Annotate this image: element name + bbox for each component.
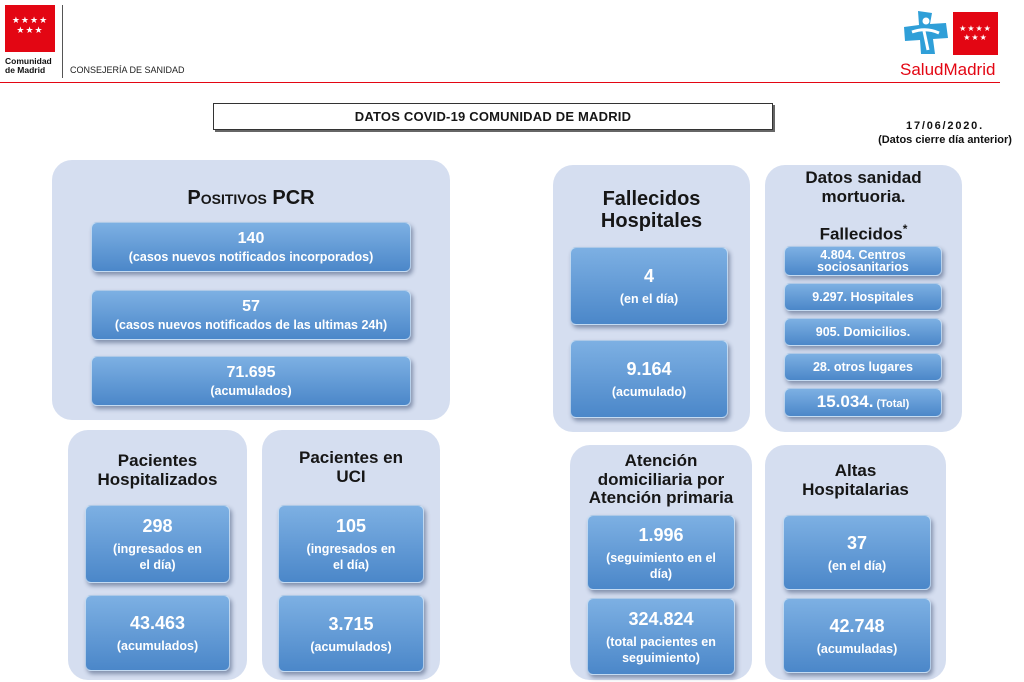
hospitalizados-accumulated-box: 43.463 (acumulados)	[85, 595, 230, 671]
hospitalizados-accumulated-value: 43.463	[129, 613, 186, 633]
positivos-pcr-panel: Positivos PCR 140 (casos nuevos notifica…	[52, 160, 450, 420]
atencion-day-value: 1.996	[638, 524, 684, 545]
atencion-primaria-title: Atención domiciliaria por Atención prima…	[588, 451, 734, 507]
salud-madrid-brand: SaludMadrid	[900, 60, 996, 79]
hospitalizados-day-label: (ingresados en el día)	[113, 542, 202, 572]
altas-panel: Altas Hospitalarias 37 (en el día) 42.74…	[765, 445, 946, 680]
hospitalizados-day-value: 298	[142, 516, 173, 536]
mortuoria-domicilios-text: 905. Domicilios.	[815, 324, 911, 339]
altas-title: Altas Hospitalarias	[802, 461, 909, 499]
mortuoria-total-row: 15.034.(Total)	[817, 392, 910, 414]
logo-divider	[62, 5, 63, 78]
mortuoria-total-box: 15.034.(Total)	[784, 388, 942, 417]
org-name-line1: Comunidad	[5, 56, 52, 66]
pcr-incorporated-value: 140	[237, 230, 265, 247]
uci-day-label: (ingresados en el día)	[306, 542, 396, 572]
hospitalizados-accumulated-label: (acumulados)	[116, 639, 199, 653]
altas-accumulated-value: 42.748	[829, 615, 885, 636]
pcr-accumulated-label: (acumulados)	[210, 384, 292, 398]
uci-panel: Pacientes en UCI 105 (ingresados en el d…	[262, 430, 440, 680]
org-name-line2: de Madrid	[5, 65, 46, 75]
mortuoria-total-value: 15.034.	[816, 391, 874, 411]
atencion-total-box: 324.824 (total pacientes en seguimiento)	[587, 598, 735, 675]
page-title: DATOS COVID-19 COMUNIDAD DE MADRID	[213, 103, 773, 130]
atencion-day-label: (seguimiento en el día)	[606, 550, 716, 581]
comunidad-madrid-flag-logo: ★★★★ ★★★	[5, 5, 55, 52]
mortuoria-sociosanitarios-box: 4.804. Centros sociosanitarios	[784, 246, 942, 276]
report-date-note: (Datos cierre día anterior)	[878, 134, 1012, 146]
fallecidos-subtitle-text: Fallecidos	[819, 224, 903, 244]
department-name: CONSEJERÍA DE SANIDAD	[70, 65, 185, 75]
positivos-pcr-title: Positivos PCR	[187, 187, 315, 209]
altas-day-label: (en el día)	[827, 558, 887, 573]
atencion-day-box: 1.996 (seguimiento en el día)	[587, 515, 735, 590]
fallecidos-accumulated-box: 9.164 (acumulado)	[570, 340, 728, 418]
footnote-asterisk: *	[902, 222, 908, 236]
hospitalizados-day-box: 298 (ingresados en el día)	[85, 505, 230, 583]
fallecidos-day-value: 4	[643, 266, 654, 286]
uci-day-box: 105 (ingresados en el día)	[278, 505, 424, 583]
pcr-last-24h-value: 57	[242, 298, 260, 315]
fallecidos-day-box: 4 (en el día)	[570, 247, 728, 325]
mortuoria-hospitales-box: 9.297. Hospitales	[784, 283, 942, 311]
flag-stars-bottom: ★★★	[16, 26, 44, 36]
mortuoria-domicilios-box: 905. Domicilios.	[784, 318, 942, 346]
altas-day-box: 37 (en el día)	[783, 515, 931, 590]
mortuoria-otros-box: 28. otros lugares	[784, 353, 942, 381]
hospitalizados-panel: Pacientes Hospitalizados 298 (ingresados…	[68, 430, 247, 680]
salud-madrid-cross-icon	[904, 11, 948, 54]
pcr-accumulated-box: 71.695 (acumulados)	[91, 356, 411, 406]
uci-accumulated-label: (acumulados)	[310, 639, 392, 654]
fallecidos-hospitales-title: Fallecidos Hospitales	[600, 188, 703, 232]
fallecidos-accumulated-label: (acumulado)	[611, 385, 687, 399]
mortuoria-hospitales-text: 9.297. Hospitales	[812, 289, 914, 304]
salud-madrid-flag-logo: ★★★★ ★★★	[953, 12, 998, 55]
fallecidos-hospitales-panel: Fallecidos Hospitales 4 (en el día) 9.16…	[553, 165, 750, 432]
hospitalizados-title: Pacientes Hospitalizados	[97, 451, 218, 489]
altas-accumulated-box: 42.748 (acumuladas)	[783, 598, 931, 673]
fallecidos-accumulated-value: 9.164	[626, 359, 672, 379]
pcr-last-24h-box: 57 (casos nuevos notificados de las ulti…	[91, 290, 411, 340]
pcr-accumulated-value: 71.695	[226, 364, 276, 381]
flag-stars-bottom: ★★★	[963, 33, 988, 42]
atencion-total-value: 324.824	[628, 608, 694, 629]
mortuoria-total-label: (Total)	[876, 397, 910, 410]
uci-accumulated-value: 3.715	[328, 613, 374, 634]
uci-title: Pacientes en UCI	[299, 448, 403, 486]
atencion-total-label: (total pacientes en seguimiento)	[606, 634, 716, 665]
pcr-incorporated-label: (casos nuevos notificados incorporados)	[128, 250, 374, 264]
flag-stars-top: ★★★★	[11, 16, 49, 26]
fallecidos-day-label: (en el día)	[619, 292, 679, 306]
uci-day-value: 105	[335, 516, 367, 536]
report-date: 17/06/2020.	[906, 120, 984, 132]
sanidad-mortuoria-title: Datos sanidad mortuoria.	[805, 168, 922, 206]
mortuoria-otros-text: 28. otros lugares	[812, 359, 914, 374]
sanidad-mortuoria-panel: Datos sanidad mortuoria. Fallecidos* 4.8…	[765, 165, 962, 432]
header-divider-line	[0, 82, 1000, 83]
date-block: 17/06/2020. (Datos cierre día anterior)	[870, 119, 1020, 147]
pcr-last-24h-label: (casos nuevos notificados de las ultimas…	[114, 318, 388, 332]
altas-day-value: 37	[846, 532, 868, 553]
atencion-primaria-panel: Atención domiciliaria por Atención prima…	[570, 445, 752, 680]
altas-accumulated-label: (acumuladas)	[816, 641, 898, 656]
flag-stars-top: ★★★★	[959, 24, 992, 33]
mortuoria-sociosanitarios-text: 4.804. Centros sociosanitarios	[817, 247, 909, 274]
uci-accumulated-box: 3.715 (acumulados)	[278, 595, 424, 672]
sanidad-mortuoria-subtitle: Fallecidos*	[789, 219, 939, 245]
pcr-incorporated-box: 140 (casos nuevos notificados incorporad…	[91, 222, 411, 272]
